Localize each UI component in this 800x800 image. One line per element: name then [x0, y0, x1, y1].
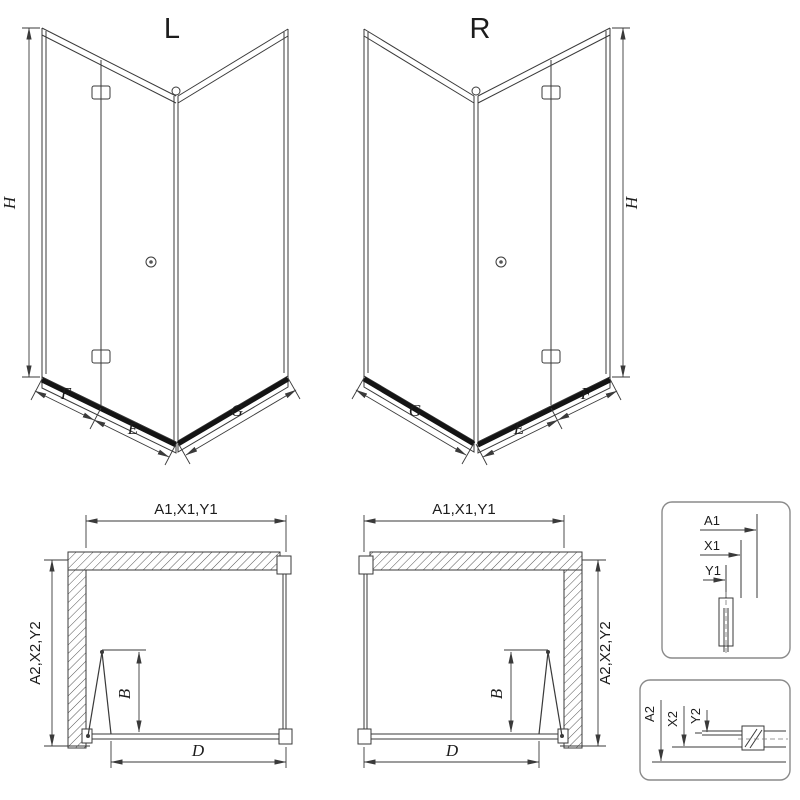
plan-right-dim-b: B	[487, 688, 506, 699]
dim-label-f-left: F	[60, 384, 72, 403]
dim-label-e-left: E	[127, 419, 139, 438]
corner-cap-knob	[471, 86, 481, 96]
view-label-r: R	[470, 13, 491, 45]
plan-right-top-dim: A1,X1,Y1	[432, 501, 495, 518]
detail-box-wall-profile-top: A1 X1 Y1	[661, 501, 791, 659]
plan-view-left: A1,X1,Y1 B D A2,X2,Y2	[27, 501, 293, 768]
wall-profile-section	[718, 597, 734, 647]
dim-label-h-left: H	[0, 195, 19, 210]
plan-left-top-dim: A1,X1,Y1	[154, 501, 217, 518]
plan-view-right: A1,X1,Y1 B D A2,X2,Y2	[357, 501, 614, 768]
dim-label-g-left: G	[231, 401, 243, 420]
wall-right	[563, 569, 583, 749]
plan-right-side-dim: A2,X2,Y2	[597, 621, 614, 684]
wall-profile-side-panel	[358, 555, 374, 575]
perspective-view-right: R	[362, 13, 612, 454]
detail-dim-x2: X2	[665, 711, 680, 727]
detail-dim-a1: A1	[704, 513, 720, 528]
corner-post-plan	[357, 728, 372, 745]
detail-dim-y2: Y2	[688, 708, 703, 724]
dimensions-view-left: H F E G	[0, 27, 301, 466]
detail-dim-a2: A2	[642, 706, 657, 722]
detail-box-wall-profile-bottom: A2 X2 Y2	[639, 679, 791, 781]
wall-left	[67, 569, 87, 749]
wall-profile-side-panel	[276, 555, 292, 575]
corner-post-plan	[278, 728, 293, 745]
detail-dim-x1: X1	[704, 538, 720, 553]
plan-left-dim-d: D	[191, 741, 205, 760]
plan-left-side-dim: A2,X2,Y2	[27, 621, 44, 684]
dim-label-e-right: E	[513, 419, 525, 438]
dimensions-view-right: H G E F	[351, 27, 641, 466]
plan-left-dim-b: B	[115, 688, 134, 699]
view-label-l: L	[164, 13, 180, 45]
dim-label-g-right: G	[409, 401, 421, 420]
wall-top	[67, 551, 281, 571]
perspective-view-left: L	[40, 13, 290, 454]
detail-dim-y1: Y1	[705, 563, 721, 578]
corner-cap-knob	[171, 86, 181, 96]
dim-label-h-right: H	[622, 195, 641, 210]
plan-right-dim-d: D	[445, 741, 459, 760]
dim-label-f-right: F	[580, 384, 592, 403]
wall-top	[369, 551, 583, 571]
